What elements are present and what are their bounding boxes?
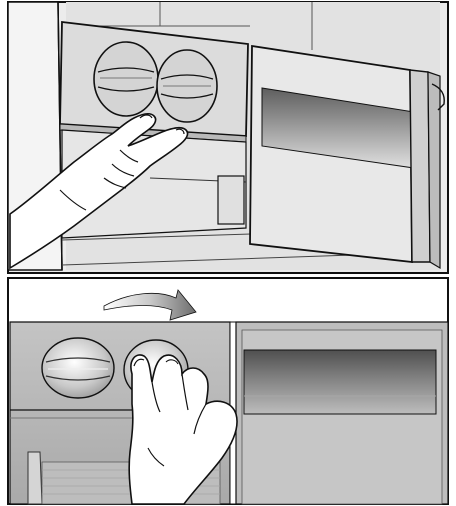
door-module	[250, 46, 444, 268]
bottom-panel	[8, 278, 448, 504]
top-panel	[8, 2, 448, 273]
knob-icon	[94, 42, 158, 116]
knob-icon	[157, 50, 217, 122]
knob-icon	[42, 338, 114, 398]
